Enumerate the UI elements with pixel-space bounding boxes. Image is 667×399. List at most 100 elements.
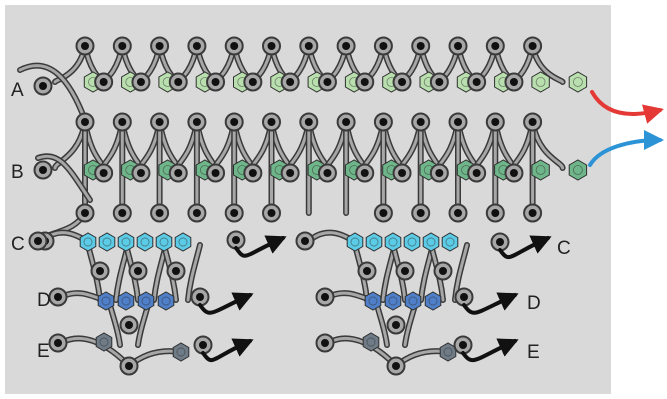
thread-strand bbox=[17, 62, 88, 123]
needle-icon bbox=[523, 203, 543, 223]
needle-icon bbox=[448, 112, 468, 132]
bead-icon bbox=[155, 232, 173, 252]
needle-icon bbox=[112, 36, 132, 56]
needle-icon bbox=[206, 72, 226, 92]
thread-strand bbox=[107, 302, 123, 348]
needle-icon bbox=[485, 112, 505, 132]
bead-icon bbox=[531, 159, 550, 181]
bead-icon bbox=[404, 291, 422, 311]
needle-icon bbox=[119, 315, 139, 335]
needle-icon bbox=[317, 163, 337, 183]
bead-icon bbox=[441, 232, 459, 252]
needle-icon bbox=[224, 112, 244, 132]
thread-strand bbox=[374, 302, 390, 348]
needle-icon bbox=[490, 232, 510, 252]
needle-icon bbox=[467, 72, 487, 92]
needle-icon bbox=[411, 36, 431, 56]
bead-icon bbox=[568, 159, 588, 181]
needle-icon bbox=[448, 36, 468, 56]
row-label-e-right: E bbox=[527, 342, 540, 363]
needle-icon bbox=[75, 203, 95, 223]
needle-icon bbox=[28, 231, 48, 251]
bead-icon bbox=[117, 232, 135, 252]
needle-icon bbox=[392, 72, 412, 92]
needle-icon bbox=[94, 163, 114, 183]
needle-icon bbox=[299, 36, 319, 56]
bead-icon bbox=[172, 342, 190, 362]
needle-icon bbox=[429, 72, 449, 92]
needle-icon bbox=[166, 261, 186, 281]
bead-icon bbox=[364, 291, 382, 311]
bead-icon bbox=[346, 232, 364, 252]
needle-icon bbox=[150, 203, 170, 223]
needle-icon bbox=[48, 287, 68, 307]
needle-icon bbox=[373, 112, 393, 132]
needle-icon bbox=[243, 72, 263, 92]
bead-icon bbox=[439, 342, 457, 362]
needle-icon bbox=[336, 112, 356, 132]
needle-icon bbox=[206, 163, 226, 183]
needle-icon bbox=[317, 72, 337, 92]
bead-icon bbox=[98, 232, 116, 252]
needle-icon bbox=[386, 315, 406, 335]
bead-icon bbox=[424, 291, 442, 311]
needle-icon bbox=[299, 112, 319, 132]
arrow-icon bbox=[590, 90, 664, 124]
bead-icon bbox=[157, 291, 175, 311]
needle-icon bbox=[90, 261, 110, 281]
needle-icon bbox=[295, 231, 315, 251]
arrow-icon bbox=[462, 292, 519, 315]
arrow-icon bbox=[588, 130, 664, 167]
needle-icon bbox=[224, 36, 244, 56]
needle-icon bbox=[150, 112, 170, 132]
bead-icon bbox=[568, 71, 588, 93]
needle-icon bbox=[315, 333, 335, 353]
needle-icon bbox=[373, 203, 393, 223]
needle-icon bbox=[224, 203, 244, 223]
needle-icon bbox=[131, 72, 151, 92]
needle-icon bbox=[448, 203, 468, 223]
bead-icon bbox=[79, 232, 97, 252]
needle-icon bbox=[168, 163, 188, 183]
needle-icon bbox=[315, 287, 335, 307]
arrow-icon bbox=[461, 338, 519, 363]
needle-icon bbox=[187, 112, 207, 132]
needle-icon bbox=[33, 160, 53, 180]
needle-icon bbox=[131, 163, 151, 183]
needle-icon bbox=[94, 72, 114, 92]
needle-icon bbox=[411, 112, 431, 132]
needle-icon bbox=[112, 112, 132, 132]
needle-icon bbox=[226, 230, 246, 250]
needle-icon bbox=[150, 36, 170, 56]
exit-arrows bbox=[198, 90, 664, 363]
thread-strand bbox=[185, 242, 203, 303]
needle-icon bbox=[112, 203, 132, 223]
bead-icon bbox=[365, 232, 383, 252]
row-label-e-left: E bbox=[37, 341, 50, 362]
needle-icon bbox=[119, 356, 139, 376]
needle-icon bbox=[262, 203, 281, 223]
needle-icon bbox=[523, 112, 543, 132]
bead-icon bbox=[97, 291, 115, 311]
needle-icon bbox=[485, 36, 505, 56]
needle-icon bbox=[429, 163, 449, 183]
needle-icon bbox=[386, 356, 406, 376]
bead-icon bbox=[531, 71, 550, 93]
needle-icon bbox=[193, 335, 213, 355]
needle-icon bbox=[373, 36, 393, 56]
row-label-d-right: D bbox=[527, 293, 541, 314]
row-label-c-right: C bbox=[557, 238, 571, 259]
needle-icon bbox=[504, 72, 524, 92]
needle-icon bbox=[48, 333, 68, 353]
bead-icon bbox=[362, 332, 380, 352]
needle-icon bbox=[243, 163, 263, 183]
bead-icon bbox=[117, 291, 135, 311]
needle-icon bbox=[395, 261, 415, 281]
needle-icon bbox=[454, 287, 474, 307]
needle-icon bbox=[453, 335, 473, 355]
needle-icon bbox=[485, 203, 505, 223]
row-label-b: B bbox=[11, 162, 24, 183]
bead-icon bbox=[137, 291, 155, 311]
needle-icon bbox=[357, 261, 377, 281]
